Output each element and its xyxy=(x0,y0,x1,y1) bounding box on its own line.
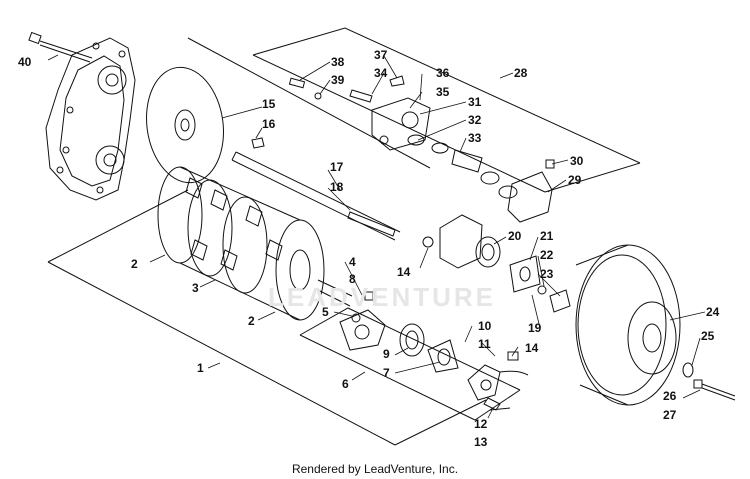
sensor-bracket xyxy=(467,351,529,411)
callout-36: 36 xyxy=(436,66,450,80)
key-16 xyxy=(251,137,265,149)
bolt-40 xyxy=(28,31,93,63)
callout-14-upper: 14 xyxy=(397,265,411,279)
bearing-flange-lower xyxy=(339,309,459,373)
brake-disc-15 xyxy=(146,66,224,184)
callout-1: 1 xyxy=(197,361,204,375)
leader-lines xyxy=(47,54,706,419)
callout-35: 35 xyxy=(436,85,450,99)
callout-8: 8 xyxy=(349,272,356,286)
callout-39: 39 xyxy=(331,73,345,87)
callout-7: 7 xyxy=(383,366,390,380)
callout-27: 27 xyxy=(663,408,677,422)
callout-30: 30 xyxy=(570,154,584,168)
callout-33: 33 xyxy=(468,131,482,145)
callout-24: 24 xyxy=(706,305,720,319)
callout-34: 34 xyxy=(374,66,388,80)
footer-credit: Rendered by LeadVenture, Inc. xyxy=(291,462,459,476)
callout-4: 4 xyxy=(349,255,356,269)
callout-11: 11 xyxy=(478,337,491,351)
callout-28: 28 xyxy=(514,66,528,80)
callout-17: 17 xyxy=(330,160,344,174)
washer-5 xyxy=(351,313,361,323)
bolt-26-27 xyxy=(693,379,736,401)
callout-16: 16 xyxy=(262,117,276,131)
bearing-housing-upper xyxy=(422,214,571,313)
callout-25: 25 xyxy=(701,329,715,343)
callout-20: 20 xyxy=(508,229,522,243)
callout-21: 21 xyxy=(540,229,554,243)
callout-9: 9 xyxy=(383,347,390,361)
callout-14-lower: 14 xyxy=(525,341,539,355)
callout-23: 23 xyxy=(540,267,554,281)
brake-drum-24 xyxy=(575,244,681,406)
callout-19: 19 xyxy=(528,321,542,335)
drive-sprocket-assembly xyxy=(157,166,353,321)
callout-32: 32 xyxy=(468,113,482,127)
assembly-outline-6 xyxy=(299,307,521,421)
callout-37: 37 xyxy=(374,48,388,62)
assembly-outline-28 xyxy=(252,27,641,193)
callout-2-upper: 2 xyxy=(131,257,138,271)
drive-shaft xyxy=(231,151,401,241)
brake-caliper-assembly xyxy=(288,75,555,223)
bolt-4 xyxy=(364,291,374,301)
callout-13: 13 xyxy=(474,435,488,449)
callout-12: 12 xyxy=(474,417,488,431)
callout-40: 40 xyxy=(18,55,32,69)
assembly-outline-1 xyxy=(47,37,487,446)
callout-15: 15 xyxy=(262,97,276,111)
callout-6: 6 xyxy=(342,377,349,391)
callout-5: 5 xyxy=(322,305,329,319)
callout-10: 10 xyxy=(478,319,492,333)
chaincase-housing xyxy=(45,37,136,201)
callout-31: 31 xyxy=(468,95,482,109)
callout-26: 26 xyxy=(663,389,677,403)
callout-2-lower: 2 xyxy=(248,314,255,328)
callout-29: 29 xyxy=(568,173,582,187)
callout-18: 18 xyxy=(330,180,344,194)
callout-3: 3 xyxy=(192,281,199,295)
callout-38: 38 xyxy=(331,55,345,69)
watermark-text: LEADVENTURE xyxy=(268,282,497,312)
callout-22: 22 xyxy=(540,248,554,262)
washer-25 xyxy=(682,362,694,378)
